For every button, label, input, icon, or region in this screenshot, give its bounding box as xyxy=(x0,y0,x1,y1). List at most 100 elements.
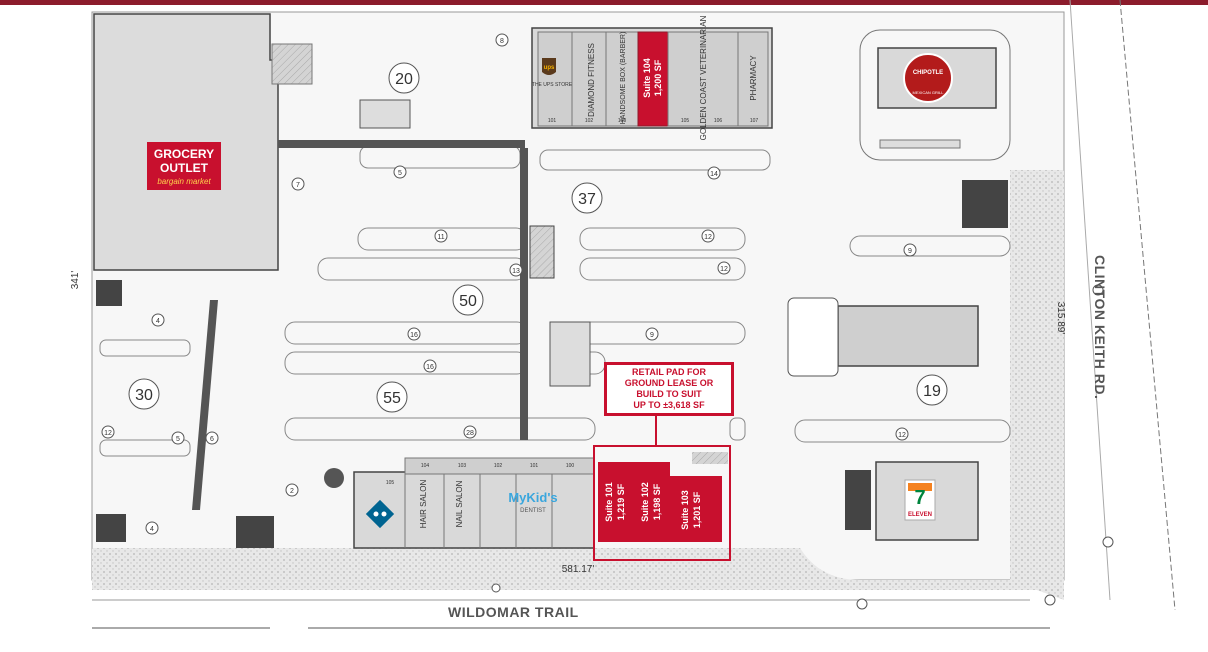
wildomar-trail-label: WILDOMAR TRAIL xyxy=(448,604,579,620)
count-r28: 28 xyxy=(466,430,474,437)
count-r14: 14 xyxy=(710,171,718,178)
count-r12b: 12 xyxy=(720,266,728,273)
clinton-keith-rd-label: CLINTON KEITH RD. xyxy=(1092,255,1108,400)
ups-logo-text: ups xyxy=(544,65,555,71)
diamond-name: DIAMOND FITNESS xyxy=(587,43,596,117)
crosswalk xyxy=(529,225,555,279)
count-r9b: 9 xyxy=(908,248,912,255)
mykids-suite-101: 101 xyxy=(530,463,539,469)
count-50: 50 xyxy=(459,293,477,310)
suite102-line1: Suite 102 xyxy=(640,482,650,522)
hair-suite: 104 xyxy=(421,463,430,469)
parking-counts-large: 20 37 50 55 30 19 xyxy=(128,62,948,413)
golden-suite2: 106 xyxy=(714,118,723,124)
count-r2: 2 xyxy=(290,488,294,495)
mykids-suite-102: 102 xyxy=(494,463,503,469)
suite104-line1: Suite 104 xyxy=(642,58,652,98)
count-r16a: 16 xyxy=(410,332,418,339)
chipotle-pad: CHIPOTLE MEXICAN GRILL xyxy=(859,29,1011,161)
count-55: 55 xyxy=(383,390,401,407)
retail-pad-callout: RETAIL PAD FOR GROUND LEASE OR BUILD TO … xyxy=(604,362,734,416)
count-r13: 13 xyxy=(512,268,520,275)
center-kiosk xyxy=(549,321,591,387)
handsome-name: HANDSOME BOX (BARBER) xyxy=(620,32,627,125)
dark-block-ne xyxy=(962,180,1008,228)
suite103-line2: 1,201 SF xyxy=(692,491,702,528)
chipotle-sub: MEXICAN GRILL xyxy=(913,90,945,95)
diamond-suite: 102 xyxy=(585,118,594,124)
count-r16b: 16 xyxy=(426,364,434,371)
mykids-suite-100: 100 xyxy=(566,463,575,469)
ups-logo: ups xyxy=(542,58,556,75)
suite-102[interactable] xyxy=(634,462,670,542)
parking-counts-small: 5 14 11 12 13 12 16 9 16 28 12 4 4 5 6 7… xyxy=(101,33,917,535)
grocery-line1: GROCERY xyxy=(154,147,214,161)
ups-name: THE UPS STORE xyxy=(532,82,573,88)
south-building xyxy=(324,457,595,549)
count-r12d: 12 xyxy=(104,430,112,437)
east-landscape xyxy=(1010,170,1064,600)
sign-markers xyxy=(491,284,1114,610)
count-r4a: 4 xyxy=(156,318,160,325)
dark-block-w2 xyxy=(96,514,126,542)
mykids-sub: DENTIST xyxy=(520,508,546,514)
dominos-suite: 105 xyxy=(386,480,395,486)
count-r5b: 5 xyxy=(176,436,180,443)
suite-101[interactable] xyxy=(598,462,634,542)
walkway-center xyxy=(520,148,528,440)
mykids-name: MyKid's xyxy=(508,490,557,505)
walkway-west xyxy=(192,300,218,510)
suite103-line1: Suite 103 xyxy=(680,490,690,530)
suite101-line1: Suite 101 xyxy=(604,482,614,522)
suite102-line2: 1,198 SF xyxy=(652,483,662,520)
dim-right: 315.89' xyxy=(1055,302,1066,335)
suite104-line2: 1,200 SF xyxy=(653,59,663,96)
retail-pad-suites xyxy=(593,410,731,561)
suite101-line2: 1,219 SF xyxy=(616,483,626,520)
suite-103[interactable] xyxy=(670,476,722,542)
dark-block-s xyxy=(236,516,274,548)
nail-suite: 103 xyxy=(458,463,467,469)
dominos-logo xyxy=(365,499,395,529)
grocery-outlet-logo: GROCERY OUTLET bargain market xyxy=(147,142,221,190)
fuel-canopy xyxy=(787,297,979,377)
count-37: 37 xyxy=(578,191,596,208)
golden-suite: 105 xyxy=(681,118,690,124)
count-20: 20 xyxy=(395,71,413,88)
dim-left: 341' xyxy=(70,271,81,290)
count-r11: 11 xyxy=(437,234,444,241)
clinton-road-line xyxy=(1119,0,1176,611)
count-r5: 5 xyxy=(398,170,402,177)
seven-eleven-num: 7 xyxy=(914,487,925,509)
grocery-line3: bargain market xyxy=(157,177,211,186)
north-building xyxy=(531,27,773,129)
pharmacy-name: PHARMACY xyxy=(749,55,758,101)
count-30: 30 xyxy=(135,387,153,404)
ups-suite: 101 xyxy=(548,118,557,124)
pharmacy-suite: 107 xyxy=(750,118,759,124)
nail-name: NAIL SALON xyxy=(455,480,464,527)
hair-name: HAIR SALON xyxy=(419,480,428,529)
dark-block-w1 xyxy=(96,280,122,306)
count-19: 19 xyxy=(923,383,941,400)
count-r7: 7 xyxy=(296,182,300,189)
walkway-north xyxy=(278,140,525,148)
south-landscape xyxy=(92,548,1064,590)
handsome-suite: 103 xyxy=(618,118,627,124)
grocery-line2: OUTLET xyxy=(160,161,209,175)
chipotle-name: CHIPOTLE xyxy=(913,70,943,76)
count-r12a: 12 xyxy=(704,234,712,241)
count-r9a: 9 xyxy=(650,332,654,339)
count-r12c: 12 xyxy=(898,432,906,439)
grocery-loading xyxy=(271,43,313,85)
count-r8: 8 xyxy=(500,38,504,45)
golden-name: GOLDEN COAST VETERINARIAN xyxy=(699,15,708,140)
count-r4b: 4 xyxy=(150,526,154,533)
building-20 xyxy=(359,99,411,129)
clinton-curb-line xyxy=(1069,0,1111,601)
seven-eleven-building: 7 ELEVEN xyxy=(845,461,979,541)
count-r6: 6 xyxy=(210,436,214,443)
dim-bottom: 581.17' xyxy=(562,564,595,575)
seven-eleven-name: ELEVEN xyxy=(908,512,932,518)
